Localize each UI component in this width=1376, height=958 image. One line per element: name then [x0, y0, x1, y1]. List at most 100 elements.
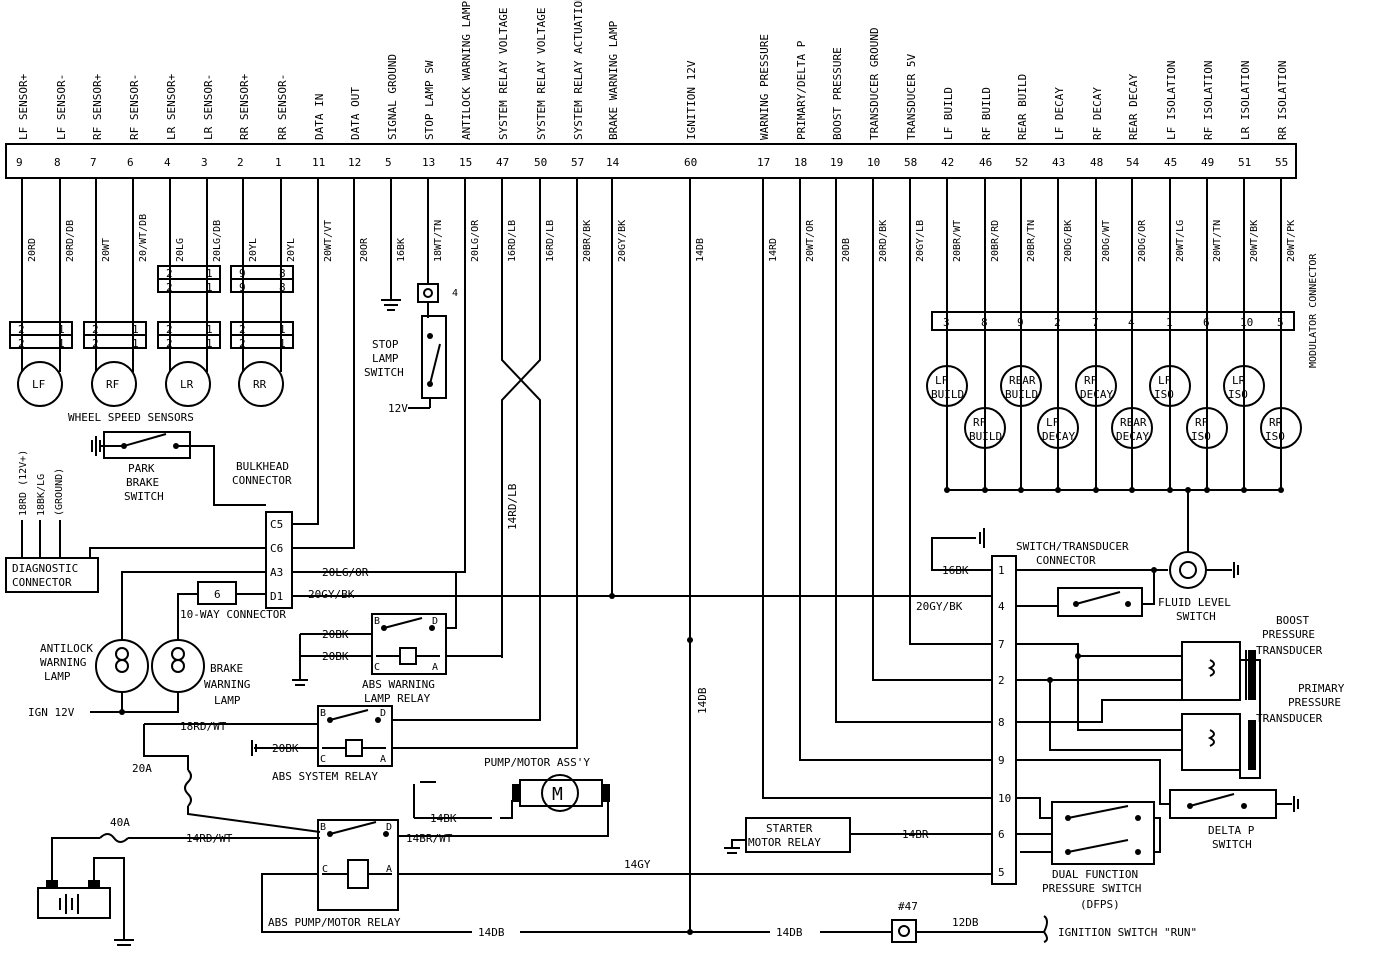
ecu-pin-label: TRANSDUCER GROUND: [868, 27, 881, 140]
modulator-valve: [1037, 407, 1079, 449]
modulator-connector-label: MODULATOR CONNECTOR: [1308, 253, 1319, 368]
wire-color-label: 20RD/BK: [878, 220, 889, 262]
fuse-40a: 40A: [110, 816, 130, 829]
ecu-pin-number: 48: [1090, 156, 1103, 169]
wire-color-label: 20DG/WT: [1101, 220, 1112, 262]
wheel-speed-sensor-name: RF: [106, 378, 119, 391]
wheel-speed-sensor-name: LR: [180, 378, 194, 391]
modulator-pin: 9: [1017, 316, 1024, 329]
valve-line1: RF: [973, 416, 986, 429]
stop-lamp-switch-line2: LAMP: [372, 352, 399, 365]
ecu-pin-number: 1: [275, 156, 282, 169]
wheel-speed-sensor-name: LF: [32, 378, 45, 391]
wheel-speed-sensor: [238, 361, 284, 407]
valve-line2: ISO: [1191, 430, 1211, 443]
sensor-pin-a: 2: [166, 337, 173, 350]
ecu-pin-label: RR SENSOR+: [238, 73, 251, 140]
boost-line2: PRESSURE: [1262, 628, 1315, 641]
modulator-valve: [1260, 407, 1302, 449]
ecu-pin-label: SYSTEM RELAY VOLTAGE: [497, 8, 510, 140]
ecu-pin-number: 7: [90, 156, 97, 169]
ecu-pin-label: RF ISOLATION: [1202, 61, 1215, 140]
sensor-pin-a: 2: [166, 323, 173, 336]
fluid-line1: FLUID LEVEL: [1158, 596, 1231, 609]
ecu-pin-number: 51: [1238, 156, 1251, 169]
diag-wire-18bk: 18BK/LG: [36, 474, 47, 516]
antilock-warning-lamp: ANTILOCK WARNING LAMP: [40, 639, 149, 693]
sensor-pin-b: 1: [279, 323, 286, 336]
modulator-pin: 10: [1240, 316, 1253, 329]
ecu-pin-number: 58: [904, 156, 917, 169]
st-pin-number: 10: [998, 792, 1011, 805]
starter-line2: MOTOR RELAY: [748, 836, 821, 849]
wire-color-label: 16BK: [396, 238, 407, 262]
wire-14br-wt: 14BR/WT: [406, 832, 453, 845]
sensor-pin-b: 1: [132, 337, 139, 350]
ecu-pin-number: 54: [1126, 156, 1140, 169]
sensor-pin-a: 2: [92, 337, 99, 350]
ecu-pin-label: LF BUILD: [942, 87, 955, 140]
sensor-pin-b: 1: [279, 337, 286, 350]
ecu-pin-label: LR SENSOR+: [165, 73, 178, 140]
ecu-pin-label: DATA OUT: [349, 87, 362, 140]
inline-pin: 1: [206, 267, 213, 280]
ecu-pin-number: 45: [1164, 156, 1177, 169]
st-pin-number: 5: [998, 866, 1005, 879]
ecu-pin-label: REAR BUILD: [1016, 74, 1029, 140]
modulator-pin: 3: [943, 316, 950, 329]
primary-line1: PRIMARY: [1298, 682, 1345, 695]
ecu-pin-label: LR ISOLATION: [1239, 61, 1252, 140]
ecu-pin-number: 11: [312, 156, 325, 169]
stop-lamp-switch-line3: SWITCH: [364, 366, 404, 379]
inline-pin: 8: [279, 281, 286, 294]
ecu-pin-number: 15: [459, 156, 472, 169]
ecu-pin-number: 19: [830, 156, 843, 169]
ecu-pin-number: 57: [571, 156, 584, 169]
awr-label2: LAMP RELAY: [364, 692, 431, 705]
awr-label1: ABS WARNING: [362, 678, 435, 691]
wire-color-label: 20/WT/DB: [138, 214, 149, 262]
ecu-pin-label: RF DECAY: [1091, 87, 1104, 140]
wire-color-label: 18WT/TN: [433, 220, 444, 262]
ecu-pin-number: 14: [606, 156, 620, 169]
wire-18rd-wt: 18RD/WT: [180, 720, 227, 733]
antilock-line3: LAMP: [44, 670, 71, 683]
pump-motor-assembly: M PUMP/MOTOR ASS'Y 14BK 14BR/WT: [398, 756, 610, 845]
modulator-valve: [964, 407, 1006, 449]
abs-pump-motor-relay: B D C A ABS PUMP/MOTOR RELAY: [268, 819, 401, 929]
fuse-47-box: [891, 919, 917, 943]
brake-lamp-line1: BRAKE: [210, 662, 243, 675]
asr-term-a: A: [380, 754, 386, 765]
st-pin-number: 1: [998, 564, 1005, 577]
wire-color-label: 20WT/TN: [1212, 220, 1223, 262]
ecu-pin-label: DATA IN: [313, 94, 326, 140]
fuse-4-box: [417, 283, 439, 303]
valve-line1: RF: [1195, 416, 1208, 429]
ecu-pin-label: SYSTEM RELAY ACTUATION: [572, 0, 585, 140]
ecu-pin-number: 47: [496, 156, 509, 169]
ecu-pin-label: LF SENSOR-: [55, 74, 68, 140]
modulator-valve: [1149, 365, 1191, 407]
ecu-pin-label: STOP LAMP SW: [423, 60, 436, 140]
primary-line3: TRANSDUCER: [1256, 712, 1323, 725]
starter-motor-relay: STARTER MOTOR RELAY 14BR: [724, 817, 992, 854]
ecu-pin-label: ANTILOCK WARNING LAMP: [460, 1, 473, 140]
wire-color-label: 20LG/OR: [470, 219, 481, 262]
valve-line1: RF: [1084, 374, 1097, 387]
modulator-valve: [1075, 365, 1117, 407]
valve-line1: LF: [1046, 416, 1059, 429]
valve-line2: BUILD: [1005, 388, 1038, 401]
sensor-pin-b: 1: [58, 337, 65, 350]
signal-ground: [381, 178, 401, 311]
ecu-pin-number: 17: [757, 156, 770, 169]
apr-term-d: D: [386, 822, 392, 833]
ecu-pin-number: 10: [867, 156, 880, 169]
inline-pin: 2: [166, 267, 173, 280]
wire-color-label: 16RD/LB: [507, 220, 518, 262]
ten-way-number: 6: [214, 588, 221, 601]
valve-line2: ISO: [1228, 388, 1248, 401]
ten-way-label: 10-WAY CONNECTOR: [180, 608, 286, 621]
st-pin-number: 8: [998, 716, 1005, 729]
